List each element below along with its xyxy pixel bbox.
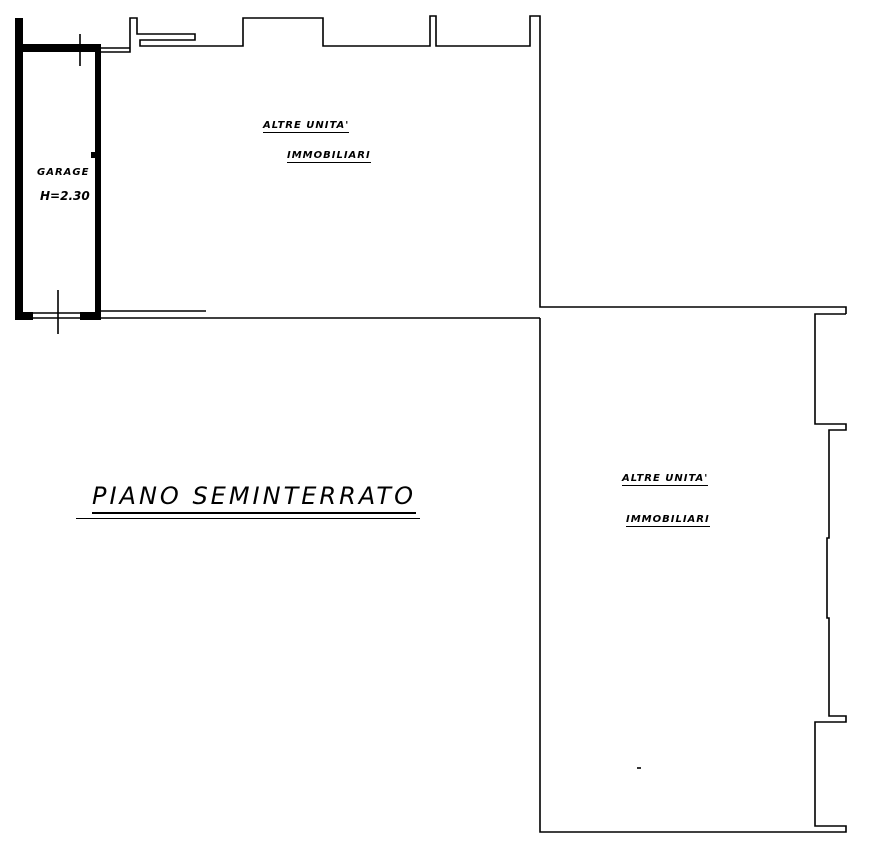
garage-wall-bottom-right <box>80 312 101 320</box>
top-unit-label-line1: ALTRE UNITA' <box>263 120 350 133</box>
right-unit-outline <box>539 313 847 833</box>
garage-door-marks <box>33 34 206 334</box>
garage-wall-left <box>15 18 23 320</box>
garage-wall-bottom-left <box>15 312 33 320</box>
garage-walls <box>15 18 101 320</box>
garage-wall-right <box>95 44 101 320</box>
right-unit-left-edge <box>539 313 847 833</box>
garage-wall-top <box>15 44 99 52</box>
top-unit-outline <box>100 15 847 319</box>
floor-title: PIANO SEMINTERRATO <box>92 482 416 514</box>
top-unit-label-line2: IMMOBILIARI <box>287 150 371 163</box>
right-unit-label-line1: ALTRE UNITA' <box>622 473 709 486</box>
garage-name-label: GARAGE <box>37 167 90 178</box>
floor-title-underline <box>76 518 420 519</box>
right-unit-label-line2: IMMOBILIARI <box>626 514 710 527</box>
garage-height-label: H=2.30 <box>40 189 90 203</box>
top-unit-top-edge <box>100 15 847 314</box>
garage-wall-knob <box>91 152 96 158</box>
